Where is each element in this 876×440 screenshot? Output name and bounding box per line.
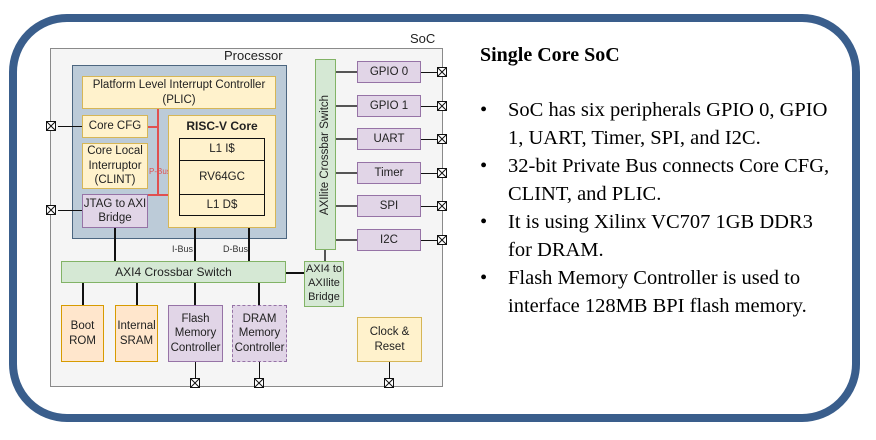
axilite-link-line	[336, 205, 357, 207]
l1-icache: L1 I$	[179, 138, 265, 160]
jtag-bus-line	[114, 228, 116, 261]
sram-bus-line	[136, 283, 138, 305]
axilite-link-line	[336, 138, 357, 140]
pbus-clint-line	[148, 194, 168, 196]
crossbar-bridge-line	[286, 272, 304, 274]
riscv-core-title: RISC-V Core	[186, 118, 258, 133]
peripheral-gpio-0: GPIO 0	[357, 61, 421, 83]
bullet-item: Flash Memory Controller is used to inter…	[480, 264, 840, 320]
dbus-line	[248, 228, 250, 261]
axi4-crossbar-switch: AXI4 Crossbar Switch	[61, 261, 286, 283]
peripheral-timer: Timer	[357, 162, 421, 184]
jtag-port-line	[58, 210, 82, 211]
bullet-item: SoC has six peripherals GPIO 0, GPIO 1, …	[480, 96, 840, 152]
flash-memory-controller: Flash Memory Controller	[168, 305, 223, 362]
axilite-crossbar-switch	[315, 59, 336, 250]
axilite-link-line	[336, 239, 357, 241]
slide-title: Single Core SoC	[480, 44, 620, 66]
boot-rom-block: Boot ROM	[61, 305, 104, 362]
peripheral-gpio-1: GPIO 1	[357, 95, 421, 117]
peripheral-i2c: I2C	[357, 229, 421, 251]
bullet-item: 32-bit Private Bus connects Core CFG, CL…	[480, 152, 840, 208]
io-port-icon	[384, 378, 394, 388]
peripheral-spi: SPI	[357, 195, 421, 217]
riscv-core-block	[168, 115, 276, 228]
io-port-icon	[254, 378, 264, 388]
io-port-icon	[46, 205, 56, 215]
rv64gc-cpu: RV64GC	[179, 160, 265, 194]
flash-port-line	[195, 362, 196, 382]
corecfg-port-line	[58, 126, 82, 127]
peripheral-port-line	[421, 72, 437, 73]
dram-memory-controller: DRAM Memory Controller	[232, 305, 287, 362]
axilite-link-line	[336, 105, 357, 107]
ibus-line	[194, 228, 196, 261]
core-cfg-block: Core CFG	[82, 115, 148, 138]
axilite-crossbar-label: AXIlite Crossbar Switch	[319, 94, 332, 215]
clock-reset-block: Clock & Reset	[357, 317, 422, 362]
bootrom-bus-line	[82, 283, 84, 305]
pbus-label: P-Bus	[149, 167, 171, 176]
bridge-axilite-line	[324, 250, 326, 261]
dram-bus-line	[258, 283, 260, 305]
peripheral-port-line	[421, 106, 437, 107]
axi4-to-axilite-bridge: AXI4 to AXIlite Bridge	[304, 261, 344, 307]
processor-label: Processor	[224, 48, 283, 63]
flash-bus-line	[194, 283, 196, 305]
io-port-icon	[437, 168, 447, 178]
peripheral-uart: UART	[357, 128, 421, 150]
io-port-icon	[437, 201, 447, 211]
axilite-link-line	[336, 71, 357, 73]
clint-block: Core Local Interruptor (CLINT)	[82, 143, 148, 189]
bullet-item: It is using Xilinx VC707 1GB DDR3 for DR…	[480, 208, 840, 264]
io-port-icon	[437, 134, 447, 144]
io-port-icon	[437, 67, 447, 77]
l1-dcache: L1 D$	[179, 194, 265, 216]
peripheral-port-line	[421, 240, 437, 241]
plic-block: Platform Level Interrupt Controller (PLI…	[82, 76, 276, 109]
io-port-icon	[46, 121, 56, 131]
peripheral-port-line	[421, 206, 437, 207]
io-port-icon	[437, 101, 447, 111]
soc-label: SoC	[410, 31, 436, 46]
clock-port-line	[389, 362, 390, 382]
axilite-link-line	[336, 172, 357, 174]
pbus-vertical-line	[157, 109, 159, 195]
jtag-bridge-block: JTAG to AXI Bridge	[82, 194, 148, 228]
dbus-label: D-Bus	[223, 244, 249, 254]
io-port-icon	[190, 378, 200, 388]
pbus-corecfg-line	[148, 126, 158, 128]
peripheral-port-line	[421, 139, 437, 140]
bullet-list: SoC has six peripherals GPIO 0, GPIO 1, …	[480, 96, 840, 320]
ibus-label: I-Bus	[172, 244, 194, 254]
io-port-icon	[437, 235, 447, 245]
peripheral-port-line	[421, 173, 437, 174]
internal-sram-block: Internal SRAM	[115, 305, 158, 362]
dram-port-line	[259, 362, 260, 382]
